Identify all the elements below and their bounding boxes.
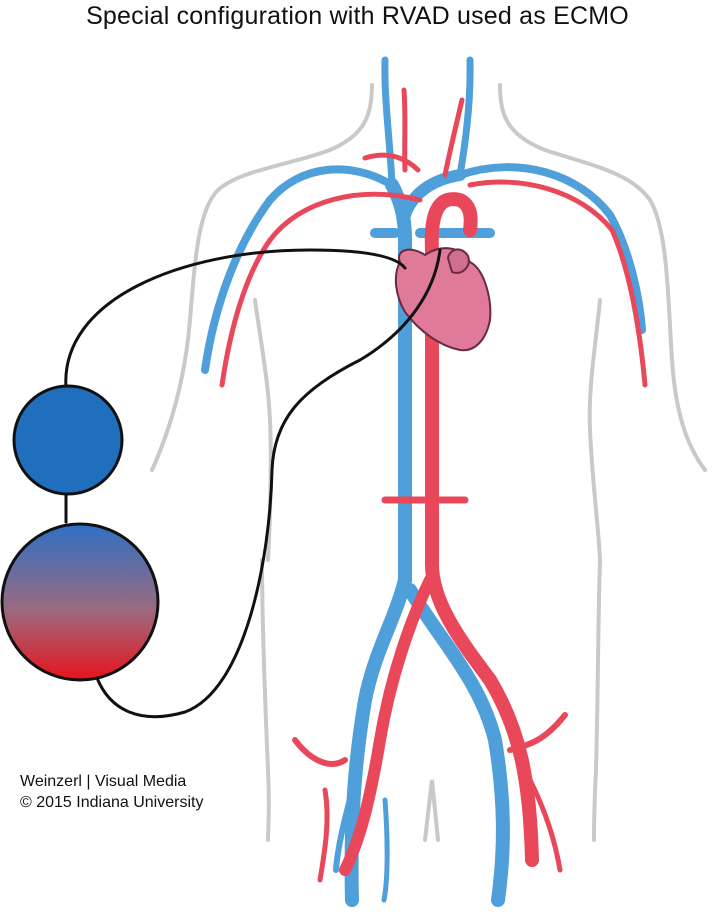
arterial-system xyxy=(219,87,648,883)
rvad-pump xyxy=(12,384,124,496)
venous-system xyxy=(201,56,646,907)
credit-author: Weinzerl | Visual Media xyxy=(20,773,187,790)
heart xyxy=(394,247,492,352)
return-cannula xyxy=(95,248,442,719)
credit-block: Weinzerl | Visual Media © 2015 Indiana U… xyxy=(20,771,203,813)
ecmo-tubing xyxy=(64,248,442,719)
diagram-title: Special configuration with RVAD used as … xyxy=(86,2,629,30)
credit-copyright: © 2015 Indiana University xyxy=(20,794,204,811)
drainage-cannula xyxy=(64,248,407,390)
body-outline xyxy=(150,83,707,842)
oxygenator xyxy=(0,522,160,682)
